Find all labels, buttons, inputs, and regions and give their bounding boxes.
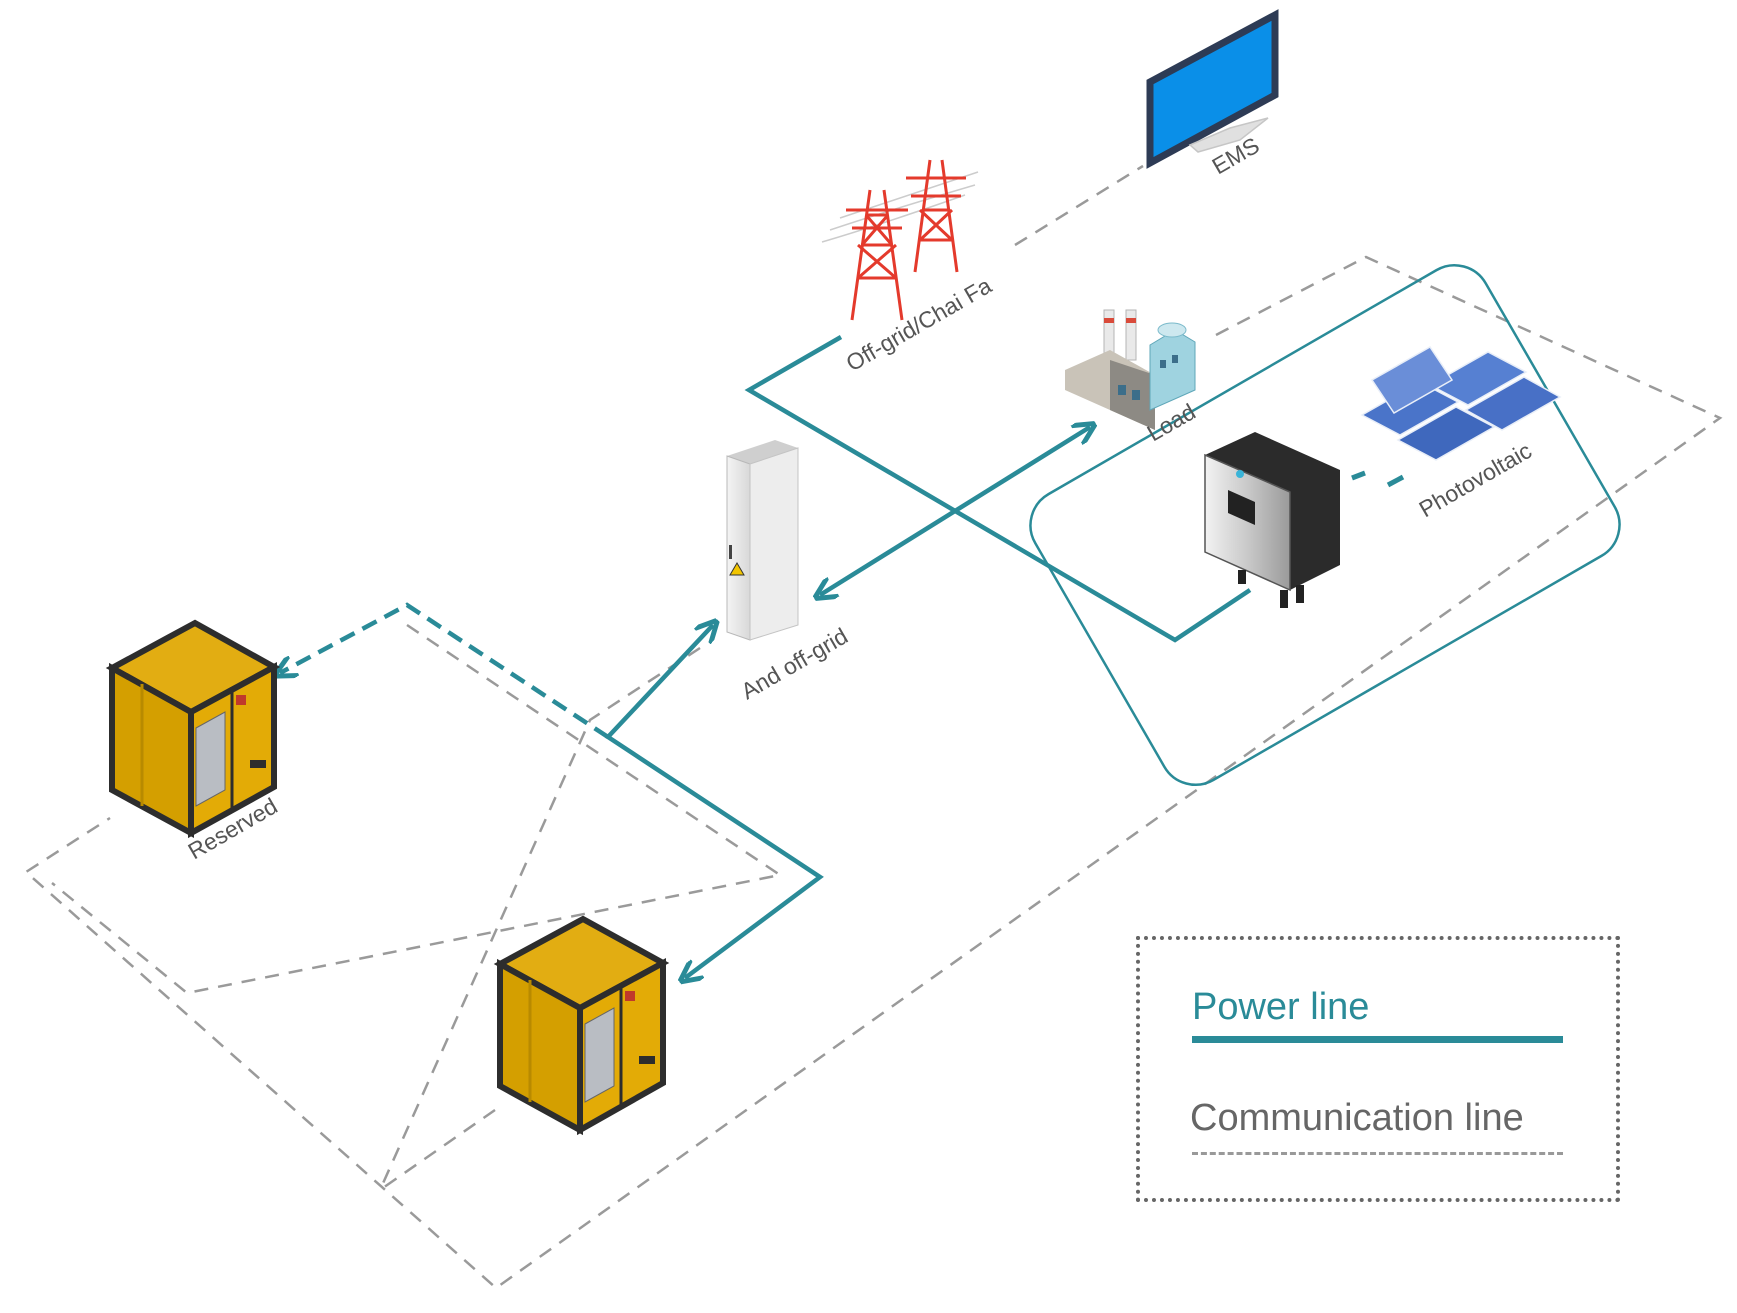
inverter-icon bbox=[1204, 432, 1340, 608]
power-line-pv bbox=[1351, 470, 1366, 481]
legend-communication-swatch bbox=[1192, 1152, 1563, 1155]
communication-lines bbox=[23, 164, 1723, 1290]
factory-icon bbox=[1065, 309, 1196, 430]
power-lines bbox=[280, 335, 1405, 978]
reserved-battery-icon bbox=[105, 619, 281, 839]
solar-panel-icon bbox=[1360, 346, 1562, 461]
legend-power-swatch bbox=[1192, 1036, 1563, 1043]
comm-line-ems bbox=[1014, 164, 1144, 247]
comm-line-outer-loop bbox=[23, 255, 1723, 1290]
legend-power-label: Power line bbox=[1192, 986, 1370, 1028]
power-line-load-cabinet bbox=[820, 427, 1090, 595]
grid-cabinet-icon bbox=[726, 440, 799, 641]
grid-label: Off-grid/Chai Fa bbox=[842, 272, 997, 376]
ems-monitor-icon bbox=[1146, 9, 1279, 169]
legend-communication-label: Communication line bbox=[1190, 1097, 1524, 1139]
battery-storage-icon bbox=[493, 915, 670, 1136]
comm-line-cabinet bbox=[378, 646, 701, 1191]
power-line-pv-dash bbox=[1386, 474, 1405, 488]
transmission-tower-icon bbox=[821, 159, 979, 321]
legend: Power line Communication line bbox=[1136, 936, 1620, 1202]
power-line-reserved bbox=[280, 602, 610, 739]
power-line-cabinet-battery bbox=[604, 625, 824, 978]
comm-line-inner-loop bbox=[51, 623, 784, 995]
